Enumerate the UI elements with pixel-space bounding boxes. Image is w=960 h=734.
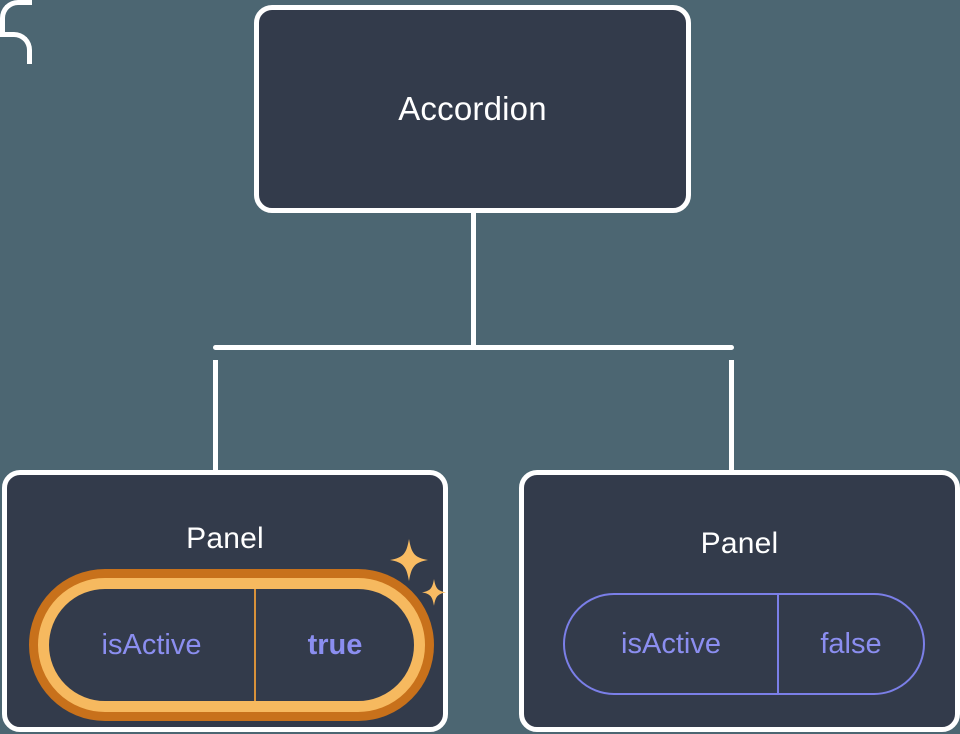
node-accordion-label: Accordion <box>398 90 547 127</box>
prop-value-label: true <box>307 628 363 661</box>
node-panel-right-label: Panel <box>700 527 779 560</box>
connector-elbow-left <box>0 0 32 32</box>
node-accordion[interactable]: Accordion <box>254 5 691 213</box>
prop-value-label: false <box>820 627 882 660</box>
prop-pill-isactive-false[interactable]: isActive false <box>563 593 925 695</box>
connector-root-trunk <box>471 210 476 350</box>
node-panel-left-label: Panel <box>186 522 264 555</box>
prop-pill-isactive-true[interactable]: isActive true <box>38 578 425 712</box>
connector-elbow-right <box>0 32 32 64</box>
node-panel-right[interactable]: Panel isActive false <box>519 470 960 732</box>
prop-key-label: isActive <box>49 589 256 701</box>
prop-key-label: isActive <box>565 595 779 693</box>
node-panel-left[interactable]: Panel isActive true <box>2 470 448 732</box>
connector-drop-right <box>729 360 734 475</box>
connector-branch-bar <box>213 345 734 350</box>
connector-drop-left <box>213 360 218 475</box>
